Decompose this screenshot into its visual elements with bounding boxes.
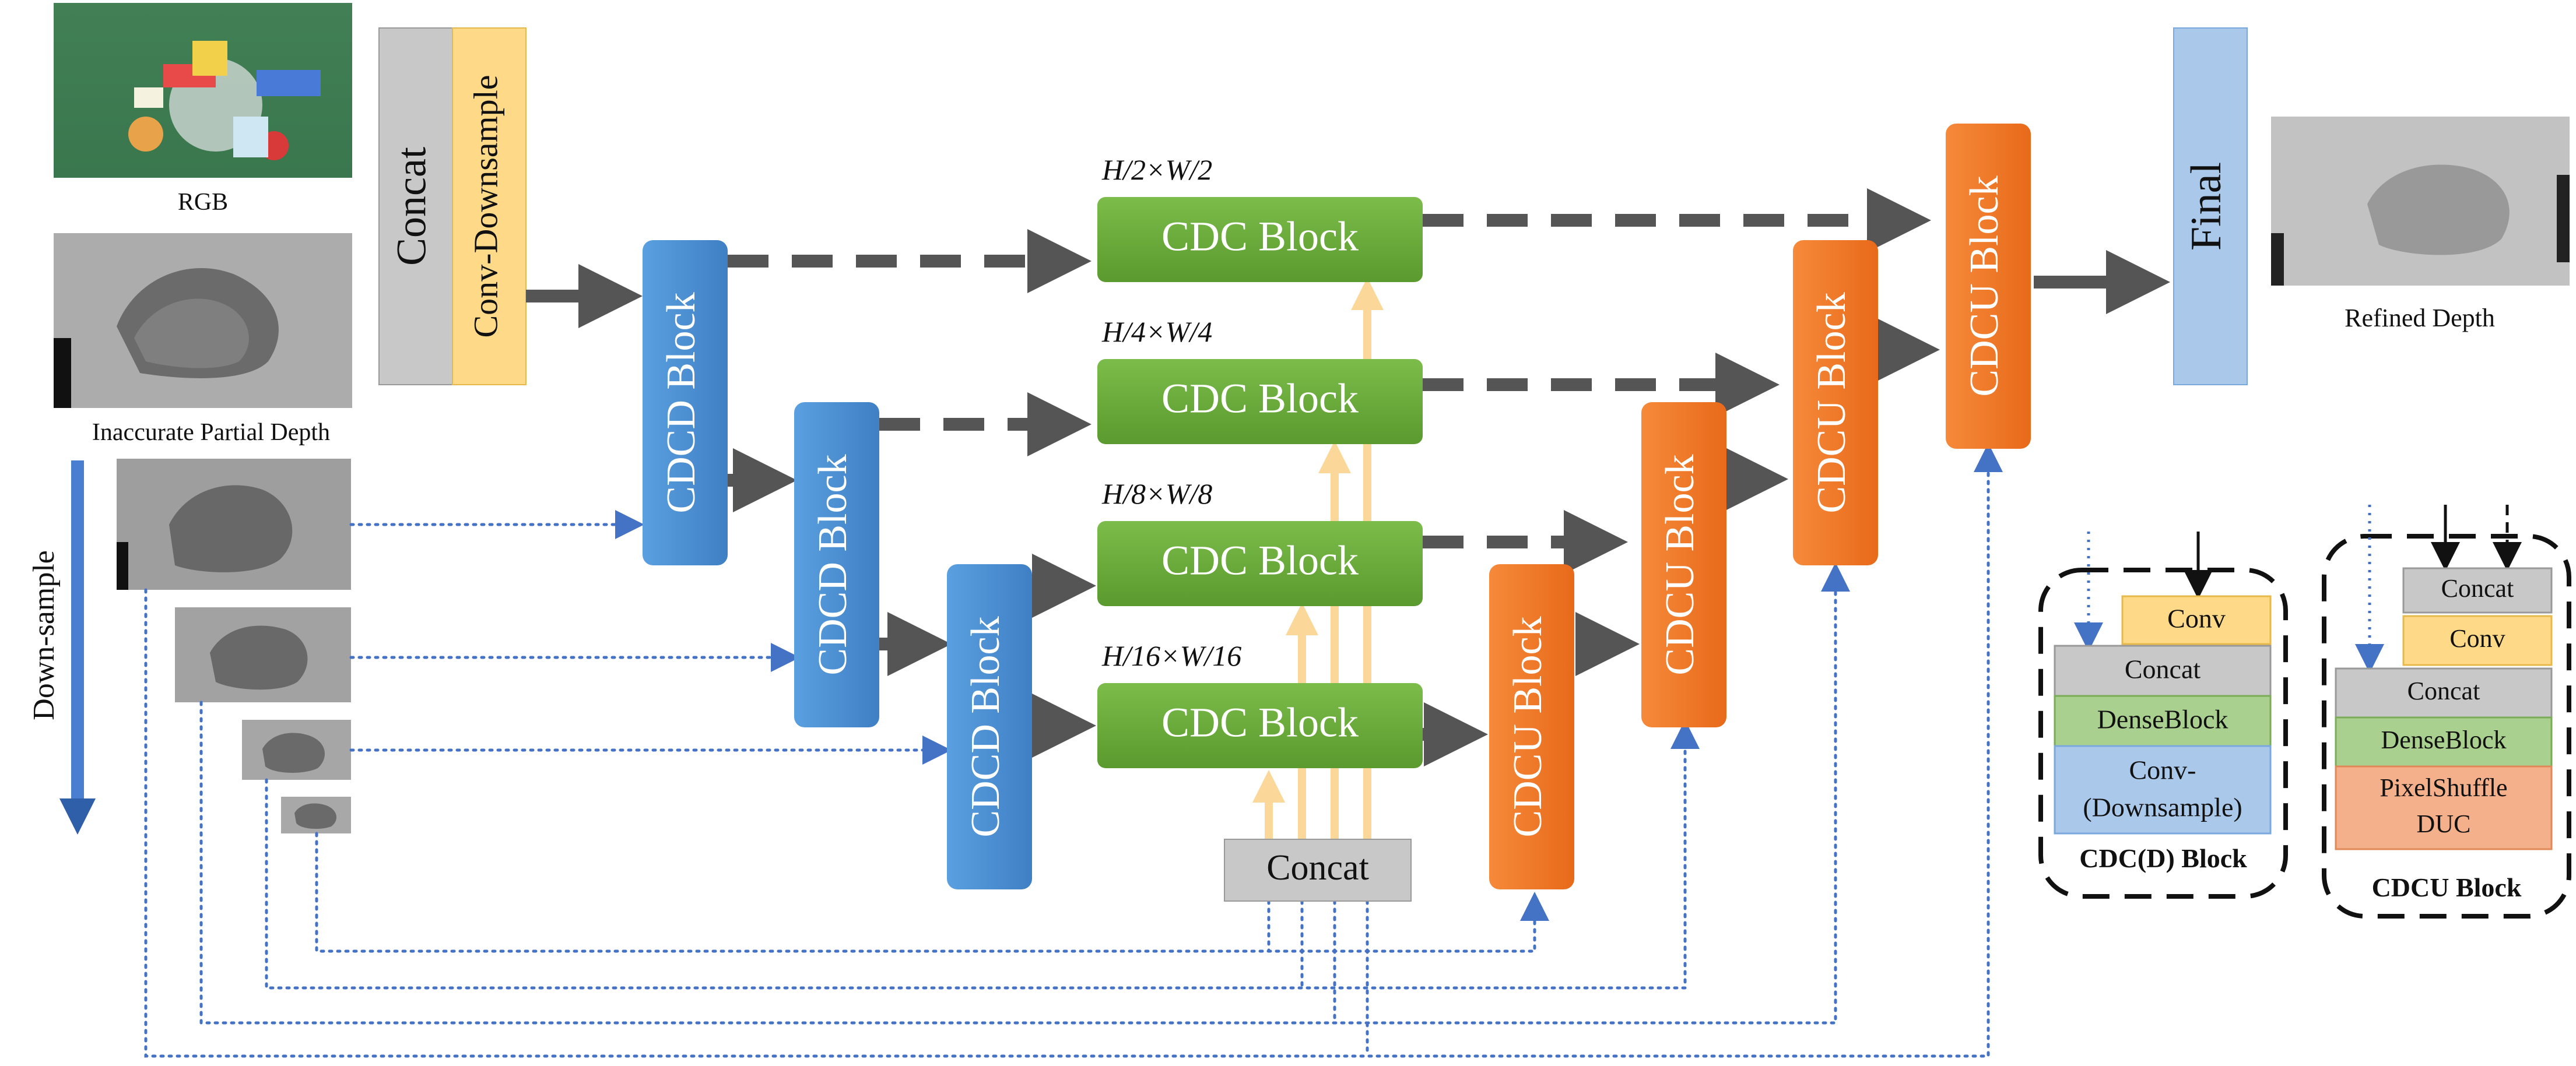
middle-concat-label: Concat bbox=[1266, 848, 1369, 888]
head-conv-downsample-label: Conv-Downsample bbox=[466, 75, 504, 337]
legend-cdcu: Concat Conv Concat DenseBlock PixelShuff… bbox=[2322, 505, 2571, 919]
link-eighth-to-cdcu2 bbox=[265, 720, 1700, 990]
legend-cdcd-conv-downsample-2: (Downsample) bbox=[2083, 793, 2242, 822]
dashed-skip-arrows bbox=[728, 188, 1931, 574]
legend-cdcd-conv-downsample-1: Conv- bbox=[2129, 755, 2196, 785]
legend-cdcd-denseblock: DenseBlock bbox=[2097, 705, 2228, 734]
cdcd-block-2-label: CDCD Block bbox=[810, 454, 855, 675]
head-concat-block bbox=[378, 27, 453, 385]
legend-cdcd-title: CDC(D) Block bbox=[2079, 843, 2247, 873]
solid-arrows bbox=[526, 250, 2170, 766]
cdc-block-2-label: CDC Block bbox=[1161, 375, 1359, 422]
depth-image-half bbox=[117, 459, 351, 590]
cdcd-block-1-label: CDCD Block bbox=[659, 292, 704, 513]
depth-image-eighth bbox=[242, 720, 351, 780]
cdc-block-3-label: CDC Block bbox=[1161, 537, 1359, 584]
legend-cdcd-conv: Conv bbox=[2167, 604, 2226, 634]
cdcu-block-3-label: CDCU Block bbox=[1809, 292, 1854, 513]
downsample-arrow bbox=[59, 460, 96, 835]
legend-cdcu-title: CDCU Block bbox=[2372, 872, 2522, 902]
legend-cdcu-conv: Conv bbox=[2449, 624, 2505, 653]
cdc-block-1-label: CDC Block bbox=[1161, 213, 1359, 260]
downsample-label: Down-sample bbox=[27, 550, 61, 720]
cdcu-block-4: CDCU Block bbox=[1946, 124, 2031, 449]
cdcu-block-4-label: CDCU Block bbox=[1962, 175, 2007, 396]
depth-image-full bbox=[54, 233, 352, 408]
link-half-to-cdcu4 bbox=[144, 443, 2003, 1058]
refined-caption: Refined Depth bbox=[2345, 304, 2495, 332]
cdcd-block-1: CDCD Block bbox=[643, 240, 728, 565]
scale-label-3: H/8×W/8 bbox=[1101, 477, 1212, 510]
legend-cdcu-denseblock: DenseBlock bbox=[2381, 726, 2506, 754]
cdcu-block-2: CDCU Block bbox=[1641, 402, 1726, 727]
depth-image-quarter bbox=[175, 607, 351, 702]
final-label: Final bbox=[2182, 162, 2230, 251]
link-sixteenth-to-cdcu1 bbox=[315, 832, 1549, 953]
rgb-caption: RGB bbox=[178, 189, 228, 216]
legend-cdcd: Conv Concat DenseBlock Conv- (Downsample… bbox=[2038, 532, 2288, 899]
cdc-block-4-label: CDC Block bbox=[1161, 699, 1359, 746]
depth-image-sixteenth bbox=[281, 797, 351, 833]
cdcd-block-3-label: CDCD Block bbox=[963, 616, 1008, 837]
legend-cdcu-concat: Concat bbox=[2407, 677, 2480, 705]
cdcu-block-3: CDCU Block bbox=[1793, 240, 1878, 565]
cdc-block-2: CDC Block bbox=[1097, 359, 1423, 444]
rgb-image bbox=[54, 3, 352, 178]
middle-concat-block bbox=[1224, 839, 1412, 902]
legend-cdcu-pixelshuffle: PixelShuffle bbox=[2380, 773, 2507, 802]
cdc-block-3: CDC Block bbox=[1097, 521, 1423, 606]
cdcu-block-1: CDCU Block bbox=[1489, 564, 1574, 889]
cdcd-block-3: CDCD Block bbox=[947, 564, 1032, 889]
final-block bbox=[2173, 27, 2248, 385]
cdcd-block-2: CDCD Block bbox=[794, 402, 879, 727]
cdc-block-4: CDC Block bbox=[1097, 683, 1423, 768]
head-conv-downsample-block bbox=[452, 27, 527, 385]
head-concat-label: Concat bbox=[388, 147, 435, 266]
depth-caption: Inaccurate Partial Depth bbox=[92, 419, 330, 446]
legend-cdcd-concat: Concat bbox=[2125, 655, 2201, 684]
cdcu-block-1-label: CDCU Block bbox=[1505, 616, 1550, 837]
link-quarter-to-cdcu3 bbox=[199, 562, 1850, 1025]
legend-cdcu-duc: DUC bbox=[2417, 810, 2471, 838]
cdc-block-1: CDC Block bbox=[1097, 197, 1423, 282]
scale-label-1: H/2×W/2 bbox=[1101, 153, 1212, 186]
refined-depth-image bbox=[2271, 117, 2570, 286]
cdcu-block-2-label: CDCU Block bbox=[1658, 454, 1703, 675]
legend-cdcu-concat-top: Concat bbox=[2441, 574, 2514, 603]
scale-label-4: H/16×W/16 bbox=[1101, 639, 1241, 672]
scale-label-2: H/4×W/4 bbox=[1101, 315, 1212, 348]
dotted-links bbox=[144, 443, 2003, 1058]
